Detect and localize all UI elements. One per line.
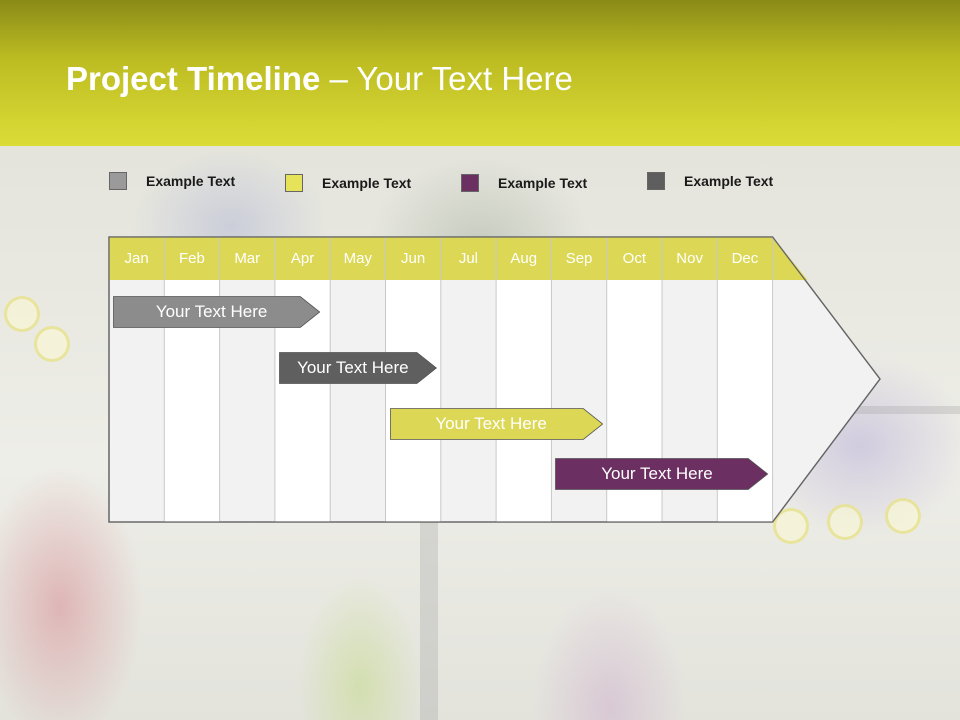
month-label-jul: Jul [458,250,479,267]
header-band: Project Timeline – Your Text Here [0,0,960,146]
task-bar-arrow [113,296,321,328]
month-label-may: May [343,250,372,267]
task-bar-shape [389,408,603,440]
task-bar-1[interactable]: Your Text Here [113,296,321,328]
legend-swatch [285,174,303,192]
month-label-nov: Nov [676,250,703,267]
task-bar-3[interactable]: Your Text Here [389,408,603,440]
task-bar-label: Your Text Here [155,302,268,321]
task-bar-shape [555,458,769,490]
month-label-jan: Jan [124,250,149,267]
task-bar-shape [113,296,321,328]
legend-label: Example Text [146,173,236,189]
legend-item-3: Example Text [461,172,587,194]
title-rest: – Your Text Here [320,60,573,97]
legend-swatch [461,174,479,192]
legend-item-2: Example Text [285,172,411,194]
title-bold: Project Timeline [66,60,321,97]
legend-label: Example Text [322,175,412,191]
month-label-oct: Oct [622,250,646,267]
month-label-mar: Mar [234,250,261,267]
legend-swatch [647,172,665,190]
legend-item-1: Example Text [109,170,235,192]
task-bar-shape [278,352,437,384]
timeline-outline [108,236,881,523]
task-bar-label: Your Text Here [601,464,713,483]
month-label-feb: Feb [179,250,205,267]
task-bar-arrow [555,458,769,490]
month-header-row [109,237,808,280]
legend-label: Example Text [498,175,588,191]
month-column [496,280,552,522]
month-label-dec: Dec [731,250,759,267]
month-label-apr: Apr [290,250,315,267]
task-bar-label: Your Text Here [435,414,547,433]
legend-swatch [109,172,127,190]
task-bar-4[interactable]: Your Text Here [555,458,769,490]
month-column [385,280,441,522]
task-bar-label: Your Text Here [297,358,409,377]
month-label-sep: Sep [565,250,593,267]
task-bar-2[interactable]: Your Text Here [278,352,437,384]
task-bar-arrow [278,352,437,384]
month-label-jun: Jun [401,250,426,267]
task-bar-arrow [389,408,603,440]
legend-item-4: Example Text [647,170,773,192]
slide-title: Project Timeline – Your Text Here [66,60,573,98]
legend-label: Example Text [684,173,774,189]
month-label-aug: Aug [510,250,538,267]
